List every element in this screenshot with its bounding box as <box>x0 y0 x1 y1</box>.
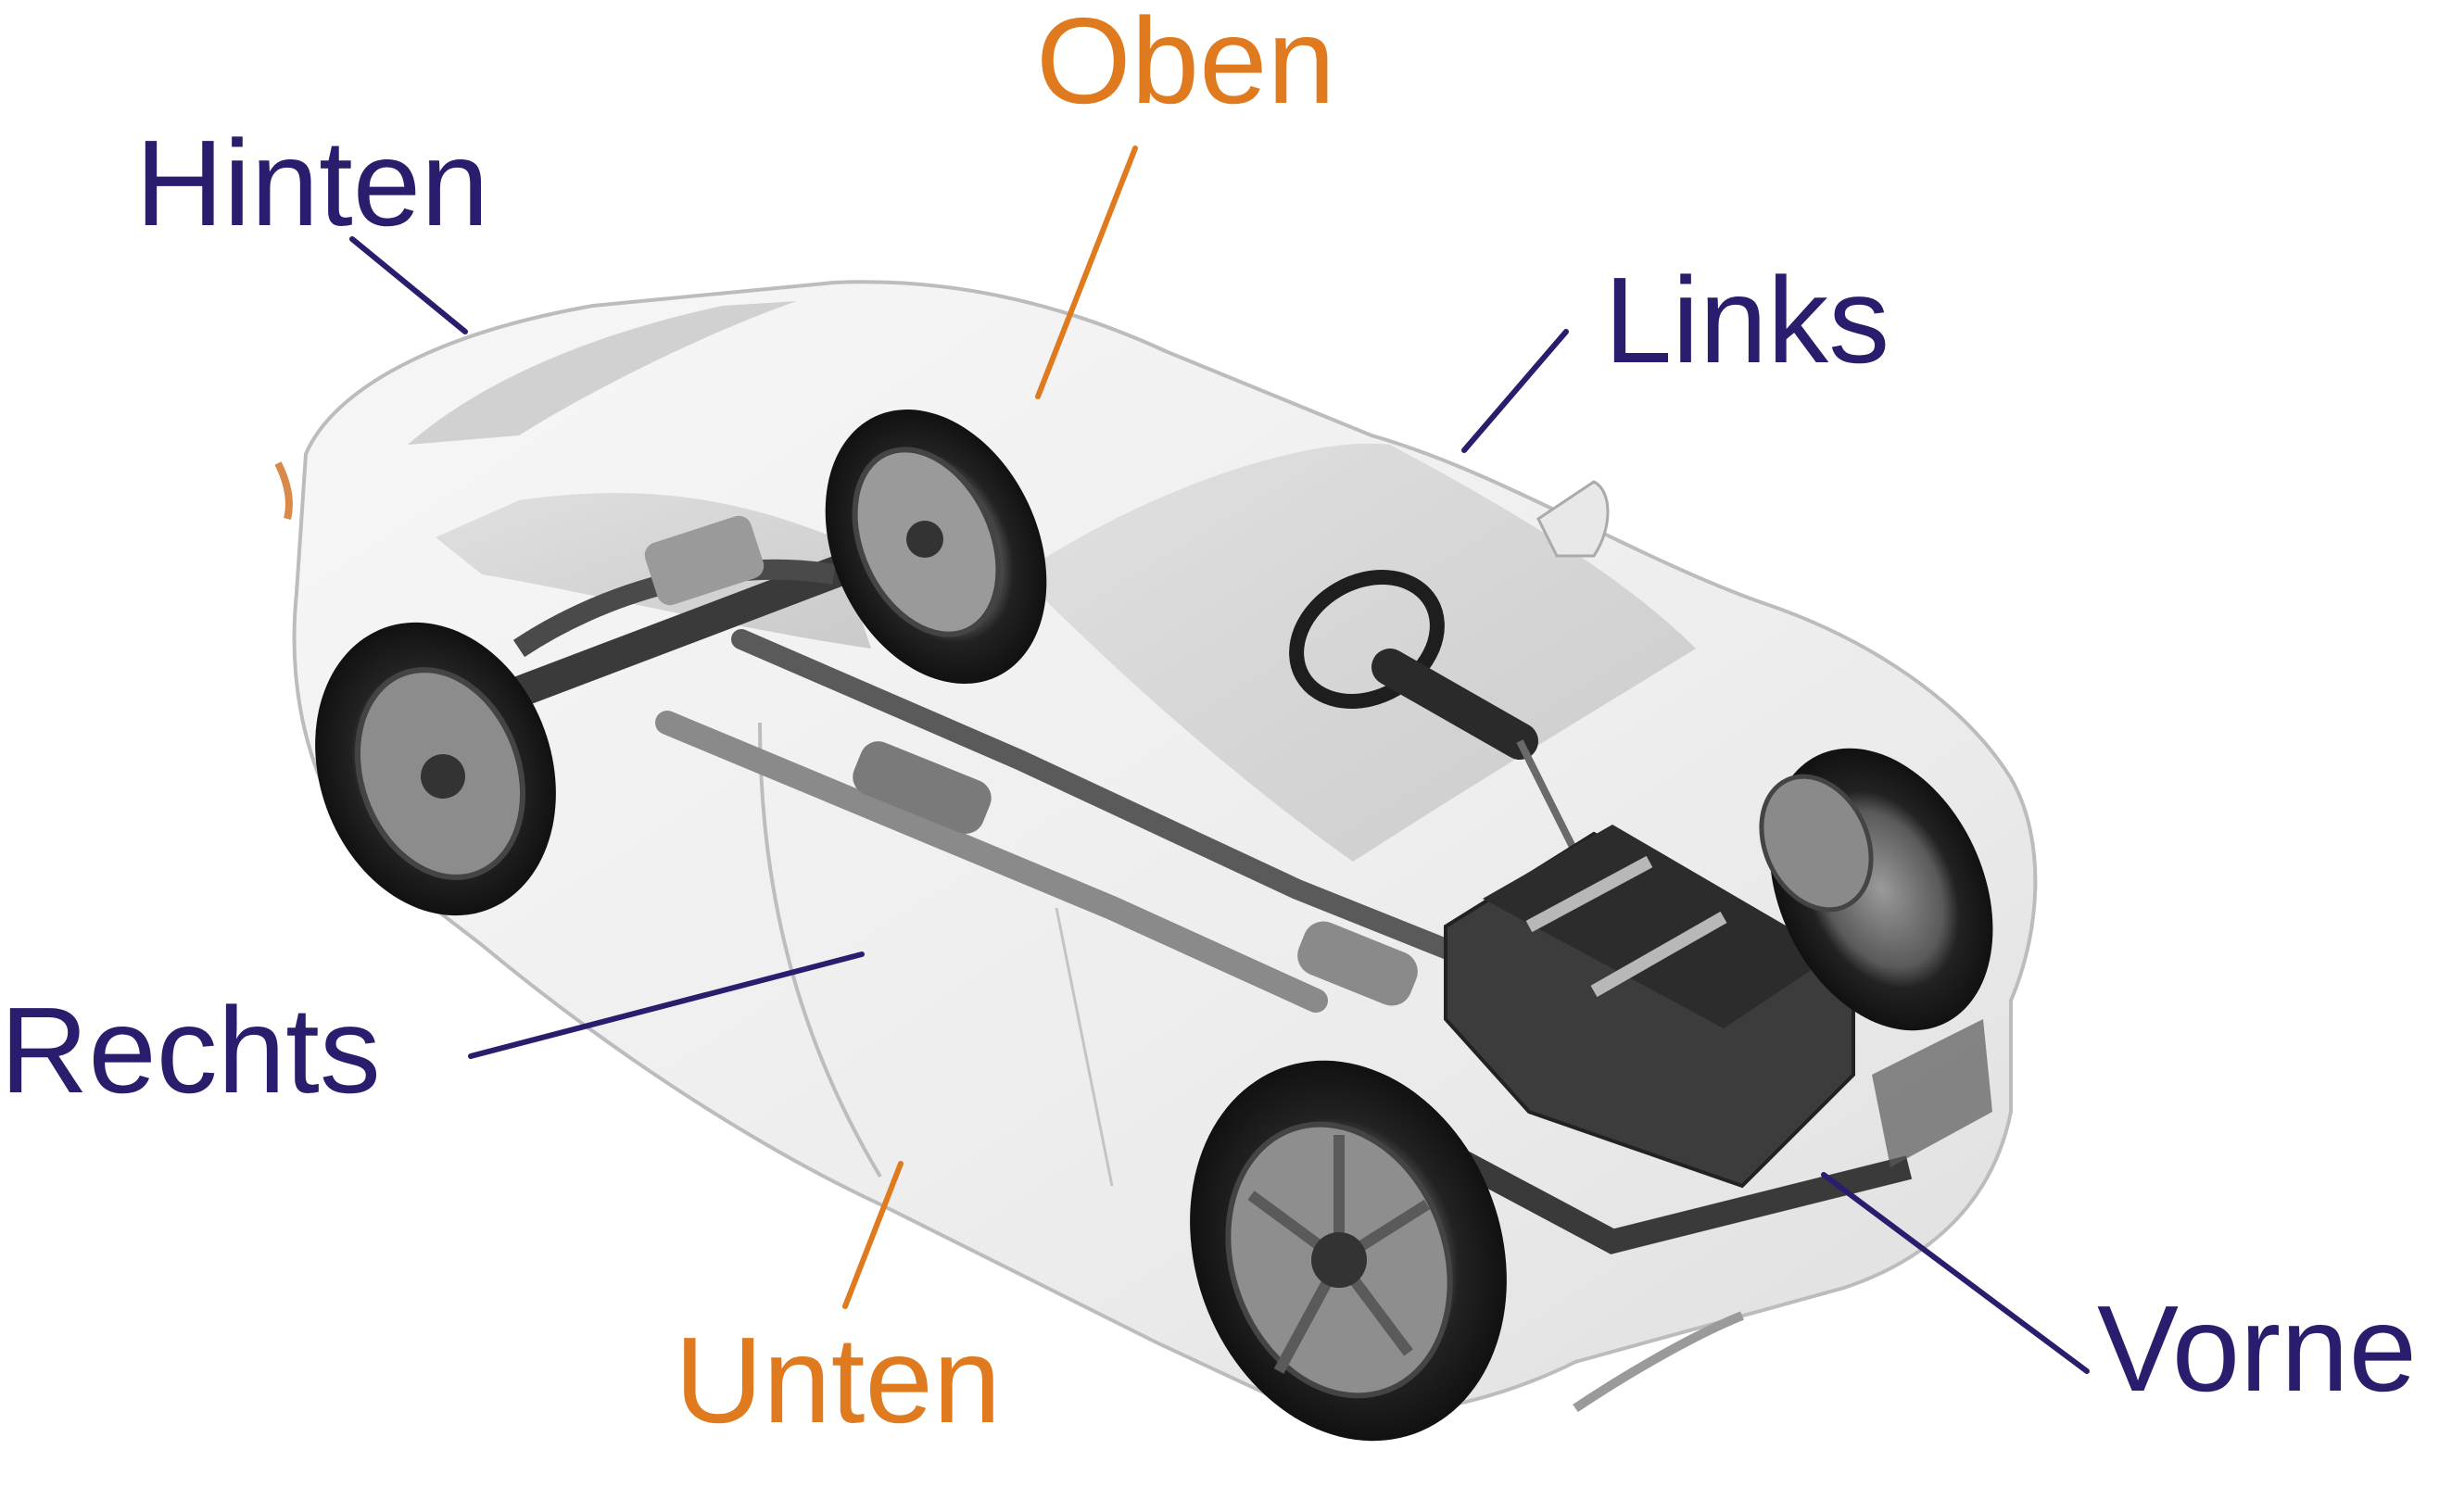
label-rechts: Rechts <box>0 982 381 1118</box>
leader-line-unten <box>842 1161 904 1309</box>
label-links: Links <box>1604 252 1890 388</box>
leader-line-hinten <box>349 236 468 334</box>
door-line <box>758 722 882 1178</box>
door-line-2 <box>1055 907 1114 1187</box>
rear-window <box>408 301 797 445</box>
catalytic-converter <box>1297 921 1418 1006</box>
side-mirror <box>1536 480 1610 558</box>
engine-cover-stripe <box>1525 855 1653 933</box>
muffler <box>853 741 992 834</box>
wheel-rear-left <box>825 410 1047 684</box>
label-unten: Unten <box>675 1312 1002 1448</box>
grille <box>1872 1019 1992 1167</box>
exhaust-pipe <box>655 711 1328 1013</box>
wheel-rear-right <box>315 622 556 916</box>
label-oben: Oben <box>1036 0 1335 129</box>
steering-shaft <box>1516 739 1579 854</box>
fuel-tank <box>644 515 765 606</box>
leader-line-vorne <box>1821 1172 2090 1374</box>
drive-shaft <box>731 629 1493 974</box>
leader-line-links <box>1461 329 1569 453</box>
wheel-front-left <box>1759 748 1993 1031</box>
steering-column <box>1371 649 1538 760</box>
engine-cover-stripe-2 <box>1590 911 1727 998</box>
headlight <box>1573 1311 1744 1413</box>
label-hinten: Hinten <box>135 115 489 251</box>
wheel-front-right <box>1190 1060 1507 1442</box>
windshield <box>1019 443 1696 862</box>
wheels <box>315 410 1993 1442</box>
leader-line-rechts <box>468 951 865 1059</box>
taillight <box>274 461 293 520</box>
leader-line-oben <box>1035 145 1138 399</box>
leader-lines <box>349 145 2090 1374</box>
engine-cover <box>1483 825 1835 1028</box>
label-vorne: Vorne <box>2097 1280 2417 1417</box>
